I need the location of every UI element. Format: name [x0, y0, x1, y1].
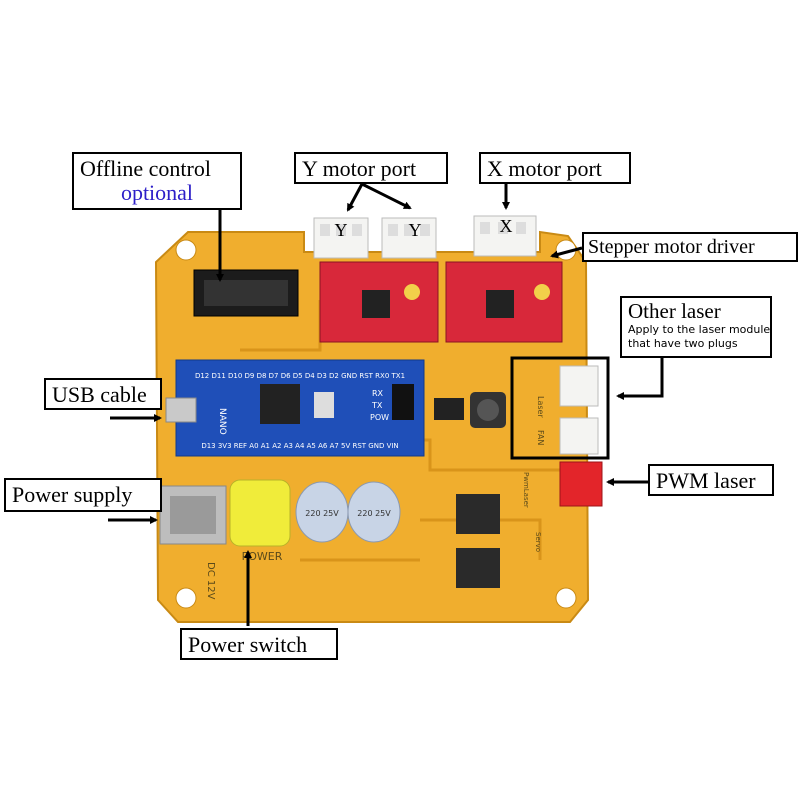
mosfets	[456, 494, 500, 588]
stepper-driver-y	[319, 261, 439, 343]
pwm-laser-connector: PwmLaser Servo	[522, 461, 603, 552]
nano-bottom-pins: D13 3V3 REF A0 A1 A2 A3 A4 A5 A6 A7 5V R…	[201, 442, 398, 450]
pwm-laser-label: PWM laser	[656, 468, 756, 493]
arrow-y-2	[361, 182, 412, 210]
power-jack: DC 12V	[159, 485, 227, 600]
power-switch-label: Power switch	[188, 632, 308, 657]
power-supply-label: Power supply	[12, 482, 133, 507]
y-label-1: Y	[335, 220, 348, 240]
board-chips	[434, 392, 506, 428]
capacitor-1: 220 25V	[295, 481, 349, 543]
laser-label: Laser	[536, 396, 545, 418]
offline-control-label: Offline control	[80, 156, 211, 181]
nano-top-pins: D12 D11 D10 D9 D8 D7 D6 D5 D4 D3 D2 GND …	[195, 372, 405, 380]
usb-port	[165, 397, 197, 423]
y-motor-port-label: Y motor port	[302, 156, 417, 181]
y-motor-connector-2: Y	[381, 217, 437, 259]
offline-control-callout: Offline control optional	[72, 152, 242, 210]
other-laser-connectors: Laser FAN	[536, 365, 599, 455]
offline-optional-label: optional	[120, 180, 194, 206]
arduino-nano: D12 D11 D10 D9 D8 D7 D6 D5 D4 D3 D2 GND …	[175, 359, 425, 457]
other-laser-highlight-box	[510, 356, 610, 460]
y-motor-connector-1: Y	[313, 217, 369, 259]
x-motor-connector: X	[473, 215, 537, 257]
y-motor-port-callout: Y motor port	[294, 152, 448, 184]
other-laser-label: Other laser	[628, 299, 721, 323]
usb-cable-label: USB cable	[52, 382, 147, 407]
x-label: X	[500, 216, 513, 236]
stepper-motor-driver-label: Stepper motor driver	[588, 236, 755, 258]
arrow-stepper	[550, 246, 583, 259]
offline-control-header	[193, 269, 299, 317]
x-motor-port-label: X motor port	[487, 156, 602, 181]
servo-label: Servo	[534, 532, 542, 552]
power-switch-callout: Power switch	[180, 628, 338, 660]
callout-arrows	[108, 182, 664, 626]
nano-rx: RX	[372, 389, 384, 398]
other-laser-note-2: that have two plugs	[628, 336, 738, 350]
y-label-2: Y	[409, 220, 422, 240]
arrow-other	[616, 358, 664, 400]
stepper-motor-driver-callout: Stepper motor driver	[582, 232, 798, 262]
nano-tx: TX	[371, 401, 383, 410]
usb-cable-callout: USB cable	[44, 378, 162, 410]
other-laser-note-1: Apply to the laser module	[628, 323, 771, 337]
cap-text-1: 220 25V	[305, 509, 339, 518]
other-laser-callout: Other laser Apply to the laser module th…	[620, 296, 772, 358]
pwm-laser-callout: PWM laser	[648, 464, 774, 496]
fan-label: FAN	[536, 430, 545, 445]
stepper-driver-x	[445, 261, 563, 343]
nano-pow: POW	[370, 413, 389, 422]
cap-text-2: 220 25V	[357, 509, 391, 518]
nano-name: NANO	[217, 408, 227, 435]
arrow-y-1	[346, 183, 364, 212]
x-motor-port-callout: X motor port	[479, 152, 631, 184]
power-supply-callout: Power supply	[4, 478, 162, 512]
capacitor-2: 220 25V	[347, 481, 401, 543]
dc-label: DC 12V	[205, 562, 216, 600]
pwm-label: PwmLaser	[522, 472, 530, 508]
